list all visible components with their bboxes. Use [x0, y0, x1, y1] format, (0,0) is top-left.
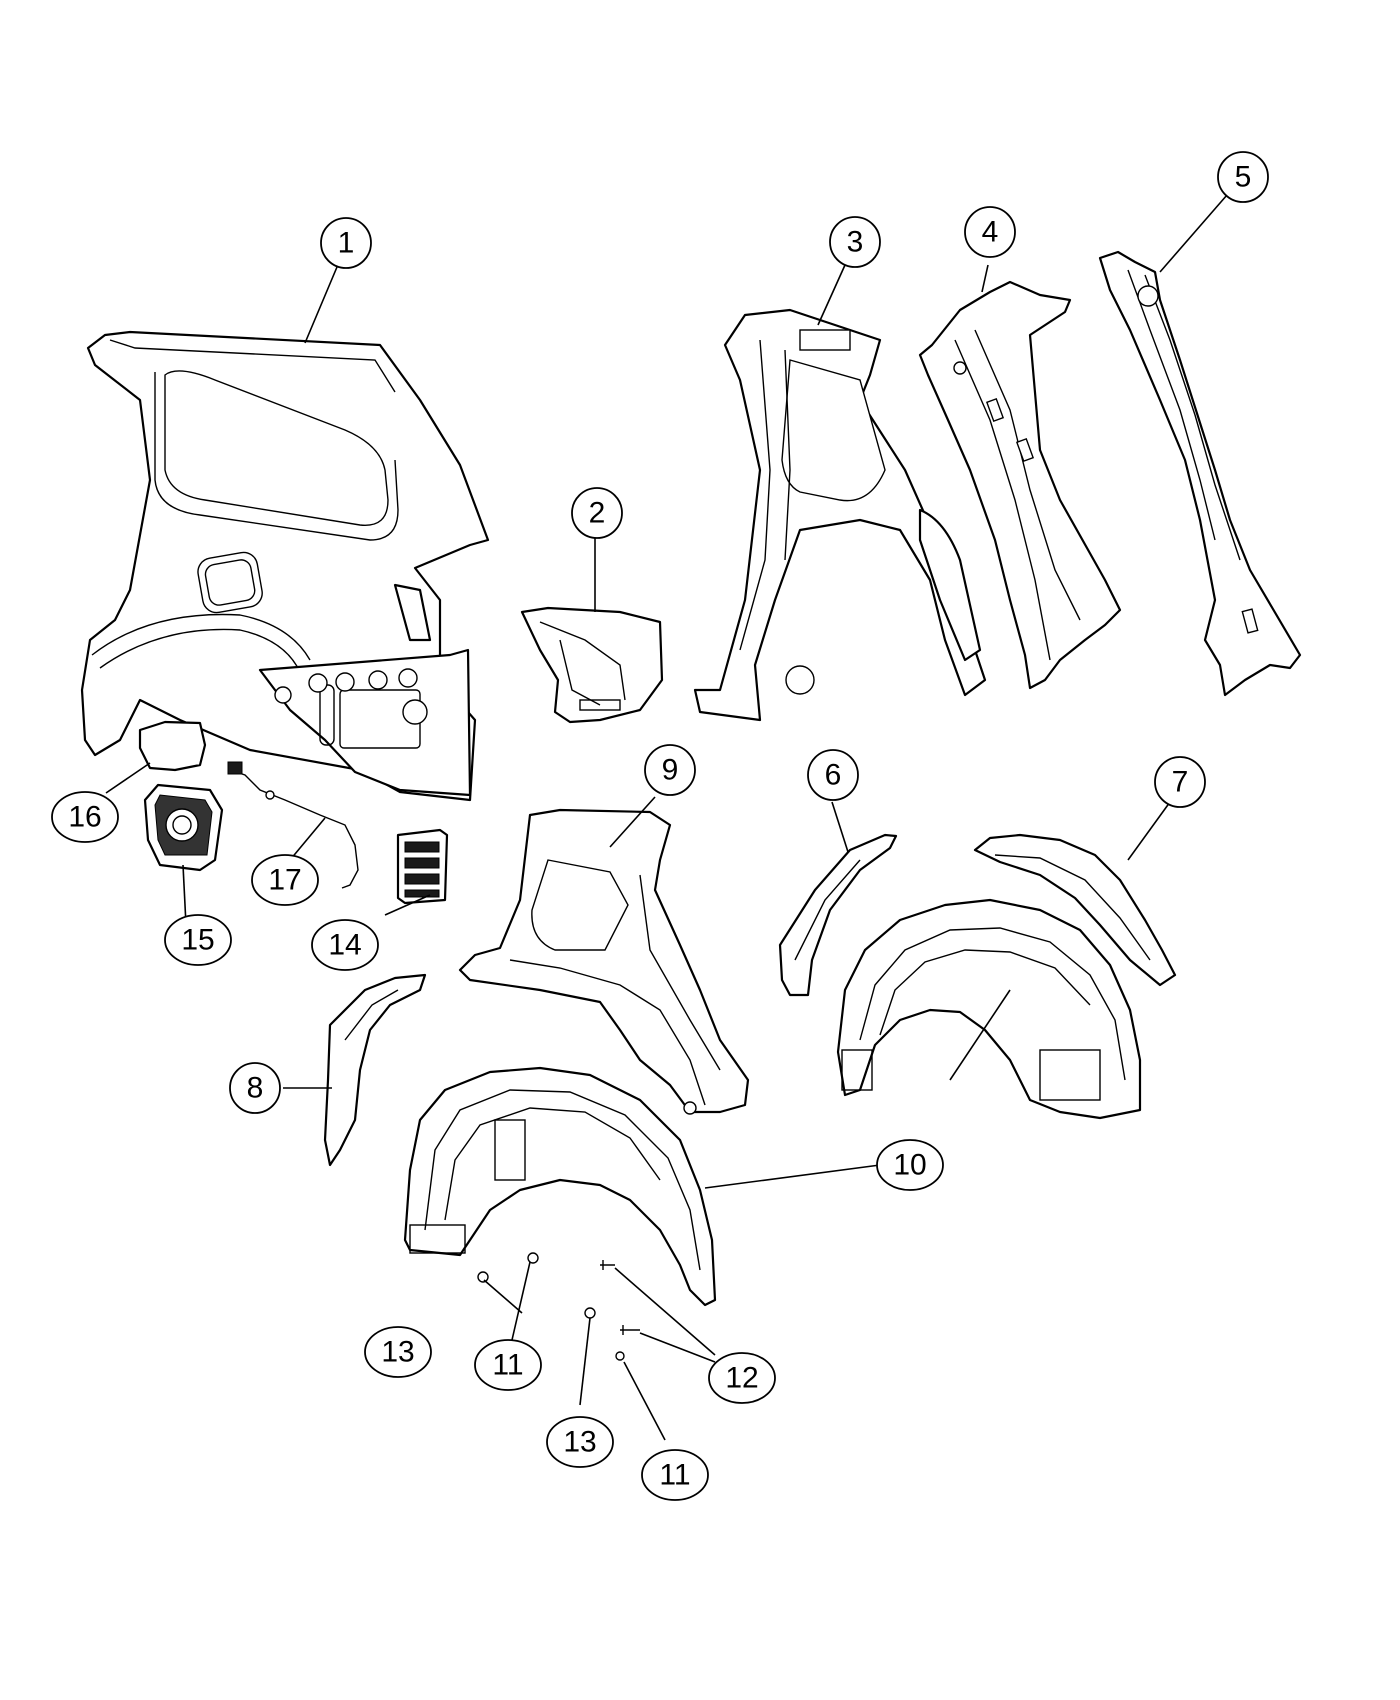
- part-10-wheelhouse-liner-left: [403, 1066, 717, 1307]
- svg-text:13: 13: [563, 1426, 596, 1459]
- svg-text:11: 11: [492, 1349, 523, 1382]
- callout-5: 5: [1217, 151, 1269, 203]
- callout-7: 7: [1154, 756, 1206, 808]
- svg-text:10: 10: [893, 1149, 926, 1182]
- svg-text:15: 15: [181, 924, 214, 957]
- callout-10: 10: [876, 1139, 944, 1191]
- part-7-wheelhouse-rail: [973, 833, 1177, 987]
- fastener-13a: [477, 1271, 489, 1283]
- fastener-13b: [584, 1307, 596, 1319]
- svg-text:7: 7: [1172, 766, 1189, 799]
- svg-text:14: 14: [328, 929, 361, 962]
- svg-text:5: 5: [1235, 161, 1252, 194]
- callout-6: 6: [807, 749, 859, 801]
- svg-text:12: 12: [725, 1362, 758, 1395]
- svg-text:2: 2: [589, 497, 606, 530]
- callout-16: 16: [51, 791, 119, 843]
- callout-13b: 13: [546, 1416, 614, 1468]
- svg-text:11: 11: [659, 1459, 690, 1492]
- callout-3: 3: [829, 216, 881, 268]
- svg-text:17: 17: [268, 864, 301, 897]
- svg-text:6: 6: [825, 759, 842, 792]
- svg-text:9: 9: [662, 754, 679, 787]
- part-3-inner-quarter-panel: [693, 308, 987, 722]
- callout-17: 17: [251, 854, 319, 906]
- callout-1: 1: [320, 217, 372, 269]
- callout-8: 8: [229, 1062, 281, 1114]
- part-5-pillar-reinforcement: [1098, 250, 1302, 697]
- fastener-11a: [527, 1252, 539, 1264]
- svg-text:3: 3: [847, 226, 864, 259]
- part-16-fuel-door: [138, 720, 207, 772]
- callout-9: 9: [644, 744, 696, 796]
- part-14-pressure-vent: [396, 828, 449, 905]
- part-4-d-pillar: [918, 280, 1122, 690]
- svg-text:13: 13: [381, 1336, 414, 1369]
- fastener-12b: [620, 1325, 640, 1335]
- part-6-wheelhouse-rail: [778, 833, 898, 997]
- callout-12: 12: [708, 1352, 776, 1404]
- svg-text:1: 1: [338, 227, 355, 260]
- callout-4: 4: [964, 206, 1016, 258]
- callout-14: 14: [311, 919, 379, 971]
- leader-lines: [105, 194, 1228, 1441]
- part-10-wheelhouse-liner-right: [836, 898, 1142, 1120]
- fastener-12a: [600, 1260, 615, 1270]
- callout-11b: 11: [641, 1449, 709, 1501]
- svg-text:8: 8: [247, 1072, 264, 1105]
- callouts: 1 2 3 4 5 6 7 8 9 10 11 11 12 13 13: [51, 151, 1269, 1501]
- part-2-inner-bracket: [520, 606, 664, 724]
- svg-text:4: 4: [982, 216, 999, 249]
- part-9-inner-wheelhouse-panel: [458, 808, 750, 1115]
- callout-2: 2: [571, 487, 623, 539]
- part-15-fuel-filler-housing: [143, 783, 224, 872]
- fastener-11b: [615, 1351, 625, 1361]
- callout-15: 15: [164, 914, 232, 966]
- svg-text:16: 16: [68, 801, 101, 834]
- callout-13a: 13: [364, 1326, 432, 1378]
- part-1-quarter-panel: [80, 330, 490, 802]
- callout-11a: 11: [474, 1339, 542, 1391]
- part-17-release-cable: [227, 761, 359, 889]
- part-8-wheelhouse-extension: [323, 973, 427, 1167]
- fasteners: [477, 1252, 640, 1361]
